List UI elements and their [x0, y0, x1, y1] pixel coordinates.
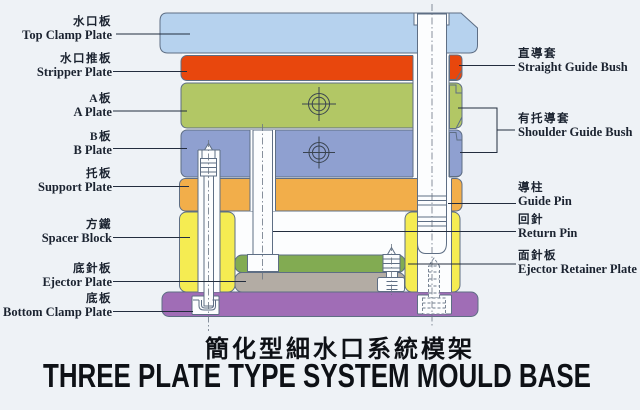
label-support-plate-zh: 托板 [86, 167, 112, 180]
label-shoulder-guide-bush-zh: 有托導套 [518, 112, 570, 125]
label-support-plate: 托板 Support Plate [38, 168, 112, 194]
label-ejector-retainer-plate-zh: 面針板 [518, 249, 557, 262]
label-support-plate-en: Support Plate [38, 179, 112, 194]
label-a-plate-en: A Plate [73, 104, 112, 119]
label-b-plate-en: B Plate [73, 143, 112, 157]
label-ejector-retainer-plate: 面針板 Ejector Retainer Plate [518, 250, 637, 276]
title-chinese: 簡化型細水口系統模架 [205, 336, 475, 363]
screw-hole-symbol-b [303, 136, 335, 169]
label-spacer-block-en: Spacer Block [41, 231, 112, 245]
label-top-clamp-plate-zh: 水口板 [73, 16, 112, 28]
shoulder-guide-bush-lower [449, 132, 463, 177]
label-b-plate: B板 B Plate [73, 131, 112, 157]
label-spacer-block: 方鐵 Spacer Block [42, 219, 112, 245]
screw-hole-symbol-a [302, 87, 336, 121]
label-guide-pin-zh: 導柱 [518, 182, 544, 194]
label-straight-guide-bush-en: Straight Guide Bush [518, 59, 628, 74]
label-b-plate-zh: B板 [89, 131, 112, 143]
label-ejector-plate-zh: 底針板 [73, 262, 112, 275]
label-stripper-plate: 水口推板 Stripper Plate [37, 53, 112, 79]
label-bottom-clamp-plate-en: Bottom Clamp Plate [2, 305, 112, 319]
label-straight-guide-bush-zh: 直導套 [518, 47, 557, 60]
label-ejector-plate: 底針板 Ejector Plate [42, 263, 112, 289]
label-return-pin-zh: 回針 [518, 214, 544, 226]
label-top-clamp-plate: 水口板 Top Clamp Plate [22, 16, 112, 42]
label-return-pin-en: Return Pin [518, 226, 578, 240]
label-top-clamp-plate-en: Top Clamp Plate [22, 28, 112, 42]
label-ejector-plate-en: Ejector Plate [42, 274, 112, 289]
shoulder-guide-bush-upper [449, 84, 463, 129]
label-guide-pin-en: Guide Pin [518, 194, 572, 208]
guide-pin [413, 12, 450, 254]
label-stripper-plate-en: Stripper Plate [36, 64, 112, 79]
centerlines [208, 4, 433, 331]
straight-guide-bush [449, 54, 463, 80]
label-stripper-plate-zh: 水口推板 [60, 52, 112, 65]
label-ejector-retainer-plate-en: Ejector Retainer Plate [518, 261, 637, 276]
label-bottom-clamp-plate-zh: 底板 [86, 293, 112, 305]
leader-lines [113, 33, 516, 312]
label-a-plate: A板 A Plate [73, 93, 112, 119]
label-bottom-clamp-plate: 底板 Bottom Clamp Plate [3, 293, 112, 319]
label-straight-guide-bush: 直導套 Straight Guide Bush [518, 48, 628, 74]
title-english: THREE PLATE TYPE SYSTEM MOULD BASE [43, 357, 591, 394]
label-shoulder-guide-bush-en: Shoulder Guide Bush [518, 124, 633, 139]
label-guide-pin: 導柱 Guide Pin [518, 182, 572, 208]
label-spacer-block-zh: 方鐵 [86, 219, 112, 231]
top-clamp-plate [159, 12, 478, 54]
label-return-pin: 回針 Return Pin [518, 214, 577, 240]
label-shoulder-guide-bush: 有托導套 Shoulder Guide Bush [518, 113, 632, 139]
label-a-plate-zh: A板 [89, 92, 112, 105]
